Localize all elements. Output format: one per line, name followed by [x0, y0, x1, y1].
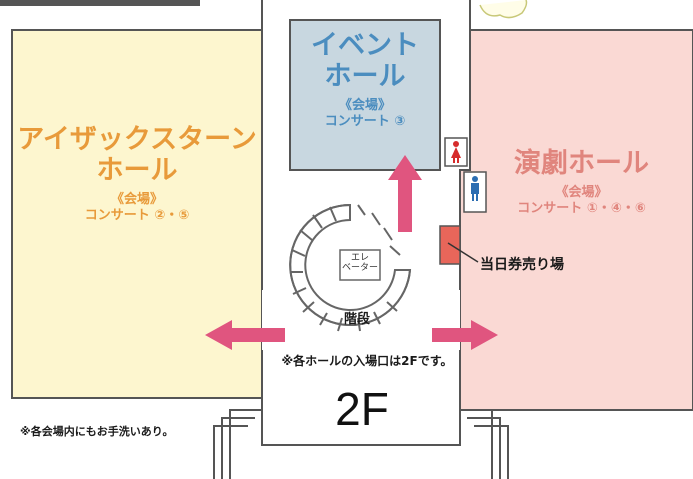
- event-hall-name-2: ホール: [324, 61, 406, 93]
- stairs-label: 階段: [344, 312, 371, 327]
- right-arrow-icon: [432, 320, 498, 350]
- restroom-note: ※各会場内にもお手洗いあり。: [20, 425, 174, 438]
- elevator-label: エレ ベーター: [340, 253, 380, 274]
- event-hall-name-1: イベント: [311, 30, 419, 61]
- engeki-hall-name: 演劇ホール: [514, 148, 649, 179]
- elevator-label-1: エレ: [350, 253, 369, 263]
- event-venue-label: 《会場》: [338, 98, 391, 114]
- isaac-stern-concerts: コンサート ②・⑤: [84, 208, 190, 224]
- isaac-stern-hall-name-1: アイザックスターン: [17, 124, 257, 155]
- entrance-steps: [213, 409, 509, 479]
- cloud-decoration: [479, 0, 528, 19]
- event-hall-area: [289, 19, 441, 171]
- engeki-concerts: コンサート ①・④・⑥: [517, 201, 646, 217]
- header-fragment: [0, 0, 200, 6]
- isaac-stern-hall-name-2: ホール: [96, 155, 178, 187]
- ticket-office-pointer: [447, 242, 479, 263]
- engeki-hall-area: [444, 29, 693, 411]
- ticket-office-label: 当日券売り場: [480, 257, 564, 273]
- event-concerts: コンサート ③: [324, 114, 406, 130]
- engeki-venue-label: 《会場》: [555, 185, 608, 201]
- elevator: [339, 249, 381, 281]
- floor-label: 2F: [335, 383, 389, 435]
- entrance-note: ※各ホールの入場口は2Fです。: [281, 354, 453, 368]
- staircase: [289, 203, 412, 332]
- isaac-stern-venue-label: 《会場》: [110, 192, 163, 208]
- elevator-label-2: ベーター: [341, 262, 378, 273]
- toilet-male-icon: [463, 171, 487, 213]
- engeki-hall-label: 演劇ホール 《会場》 コンサート ①・④・⑥: [470, 148, 693, 218]
- left-arrow-icon: [205, 320, 285, 350]
- up-arrow-icon: [388, 155, 422, 232]
- event-hall-label: イベント ホール 《会場》 コンサート ③: [290, 30, 440, 131]
- toilet-female-icon: [444, 137, 468, 167]
- isaac-stern-hall-label: アイザックスターン ホール 《会場》 コンサート ②・⑤: [14, 124, 260, 225]
